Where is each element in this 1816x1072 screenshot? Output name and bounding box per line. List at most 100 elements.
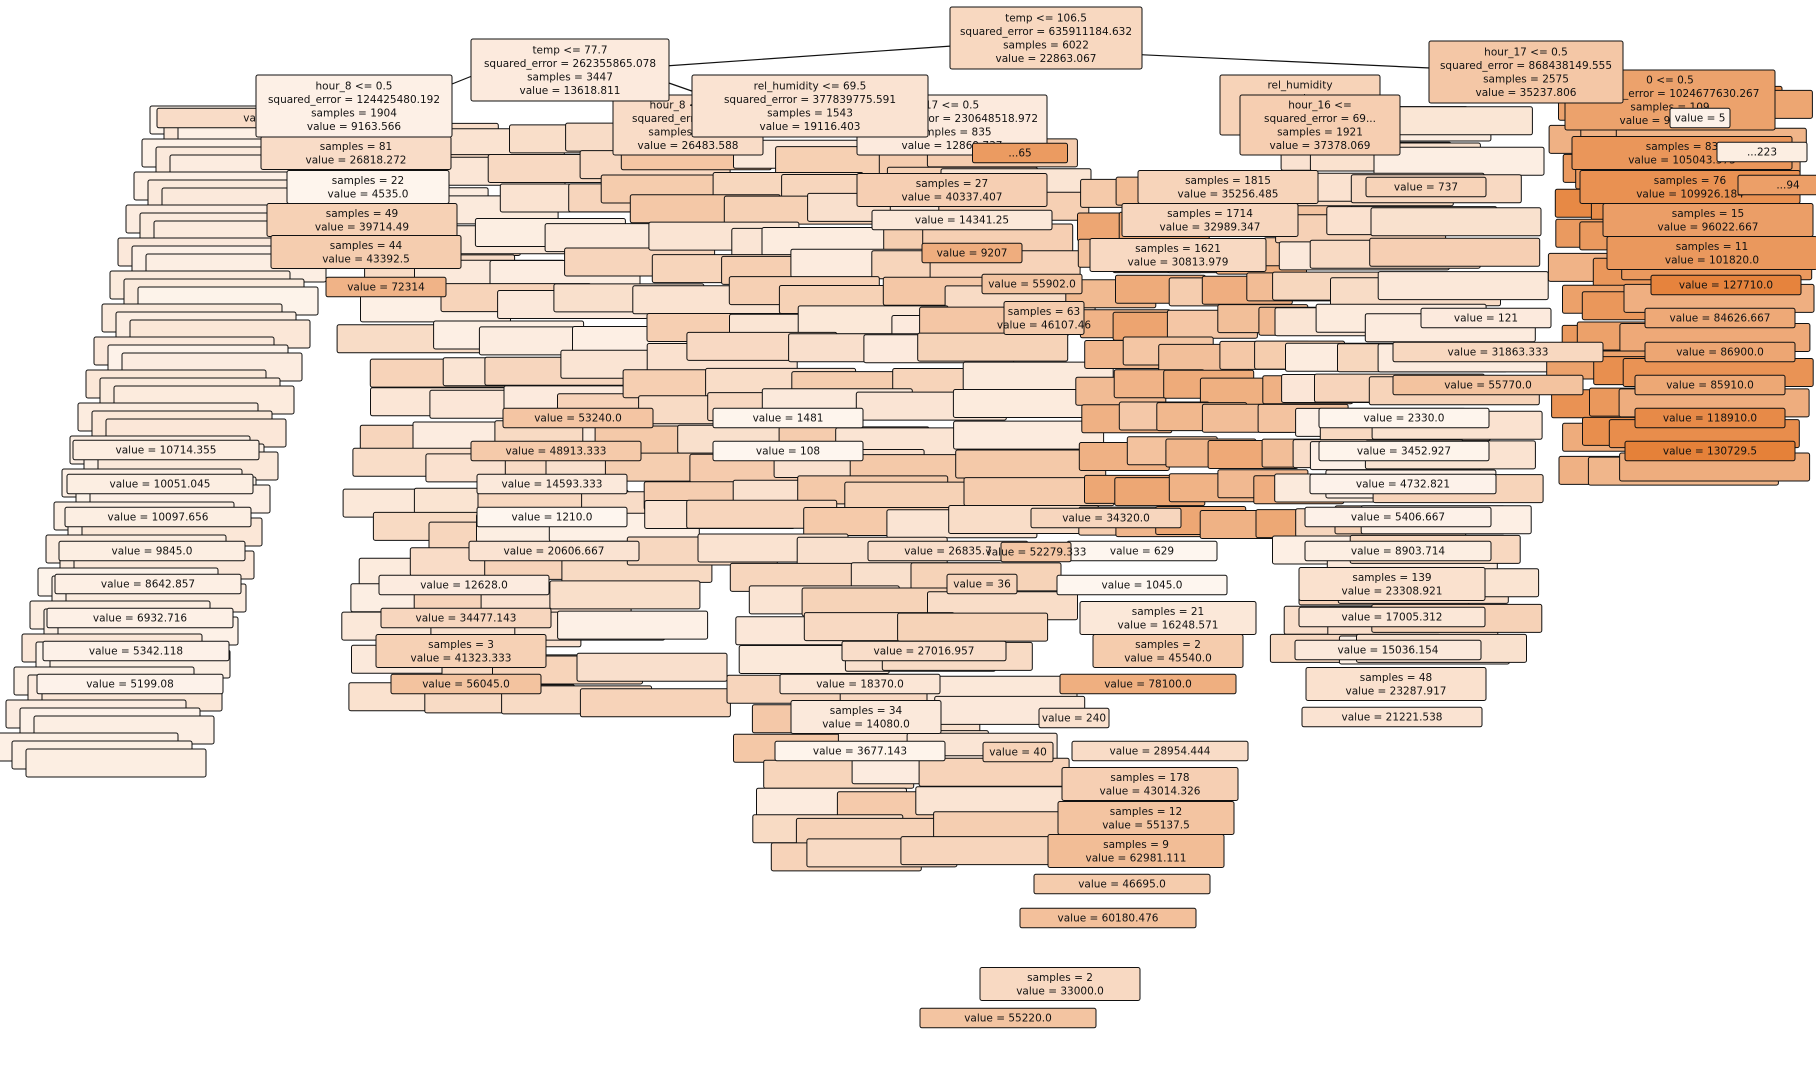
node-box bbox=[1370, 207, 1542, 237]
node-box bbox=[774, 740, 946, 762]
tree-node: value = 6932.716 bbox=[46, 607, 234, 629]
tree-node: value = 17005.312 bbox=[1298, 606, 1486, 628]
node-text-line: value = 1210.0 bbox=[512, 512, 593, 524]
node-text-line: value = 108 bbox=[756, 446, 820, 458]
node-text-line: value = 43392.5 bbox=[322, 253, 410, 265]
background-node bbox=[900, 836, 1052, 866]
tree-node: value = 46695.0 bbox=[1033, 873, 1211, 895]
tree-node: value = 2330.0 bbox=[1318, 407, 1490, 429]
node-text-line: value = 32989.347 bbox=[1160, 221, 1261, 233]
node-text-line: value = 52279.333 bbox=[986, 547, 1087, 559]
node-text-line: value = 55220.0 bbox=[964, 1013, 1052, 1025]
node-text-line: samples = 21 bbox=[1132, 606, 1204, 618]
node-box bbox=[579, 688, 731, 718]
tree-node: value = 8903.714 bbox=[1304, 540, 1492, 562]
tree-node: value = 86900.0 bbox=[1644, 341, 1796, 363]
node-text-line: value = 28954.444 bbox=[1110, 746, 1211, 758]
node-text-line: rel_humidity bbox=[1267, 79, 1332, 91]
node-text-line: ...65 bbox=[1008, 148, 1031, 160]
node-box bbox=[36, 673, 224, 695]
tree-node: value = 1481 bbox=[712, 407, 864, 429]
node-text-line: samples = 835 bbox=[912, 126, 991, 138]
node-text-line: samples = 1714 bbox=[1167, 208, 1253, 220]
tree-node: value = 28954.444 bbox=[1071, 740, 1249, 762]
node-text-line: value = 17005.312 bbox=[1342, 612, 1443, 624]
node-box bbox=[476, 506, 628, 528]
node-text-line: samples = 27 bbox=[916, 178, 988, 190]
node-text-line: value = 36 bbox=[953, 579, 1011, 591]
node-box bbox=[1304, 540, 1492, 562]
node-box bbox=[871, 209, 1053, 231]
node-text-line: samples = 139 bbox=[1352, 572, 1431, 584]
tree-node: value = 240 bbox=[1038, 707, 1110, 729]
node-text-line: value = 20606.667 bbox=[504, 546, 605, 558]
node-text-line: value = 8903.714 bbox=[1351, 546, 1446, 558]
node-box bbox=[779, 673, 941, 695]
node-box bbox=[1644, 341, 1796, 363]
node-box bbox=[1428, 40, 1624, 104]
node-text-line: value = 37378.069 bbox=[1270, 140, 1371, 152]
node-box bbox=[557, 610, 709, 640]
node-text-line: value = 14341.25 bbox=[915, 215, 1009, 227]
node-text-line: value = 40 bbox=[989, 747, 1047, 759]
node-text-line: samples = 1621 bbox=[1135, 243, 1221, 255]
node-text-line: squared_error = 635911184.632 bbox=[960, 26, 1132, 38]
node-box bbox=[900, 836, 1052, 866]
node-box bbox=[1056, 574, 1228, 596]
node-text-line: value = 4535.0 bbox=[328, 188, 409, 200]
node-text-line: squared_error = 1024677630.267 bbox=[1581, 88, 1760, 100]
node-box bbox=[502, 407, 654, 429]
node-box bbox=[712, 407, 864, 429]
node-box bbox=[380, 607, 552, 629]
node-box bbox=[919, 1007, 1097, 1029]
node-text-line: hour_8 <= 0.5 bbox=[316, 80, 393, 92]
node-box bbox=[42, 640, 230, 662]
node-text-line: value = 5342.118 bbox=[89, 646, 183, 658]
tree-edge bbox=[664, 45, 953, 67]
node-box bbox=[1033, 873, 1211, 895]
node-box bbox=[576, 652, 728, 682]
node-box bbox=[1737, 174, 1816, 196]
tree-node: ...65 bbox=[972, 142, 1068, 164]
tree-node: value = 52279.333 bbox=[986, 541, 1087, 563]
node-box bbox=[1304, 506, 1492, 528]
node-text-line: value = 10051.045 bbox=[110, 479, 211, 491]
node-box bbox=[972, 142, 1068, 164]
tree-node: value = 10097.656 bbox=[64, 506, 252, 528]
node-box bbox=[1301, 706, 1483, 728]
node-text-line: hour_16 <= bbox=[1288, 99, 1352, 111]
node-text-line: squared_error = 377839775.591 bbox=[724, 94, 896, 106]
tree-node: value = 55902.0 bbox=[981, 273, 1083, 295]
node-text-line: value = 240 bbox=[1042, 713, 1106, 725]
tree-node: value = 36 bbox=[946, 573, 1018, 595]
node-box bbox=[390, 673, 542, 695]
node-text-line: samples = 2 bbox=[1027, 972, 1093, 984]
node-text-line: value = 737 bbox=[1394, 182, 1458, 194]
node-text-line: value = 86900.0 bbox=[1676, 347, 1764, 359]
node-text-line: temp <= 106.5 bbox=[1005, 12, 1087, 24]
background-node bbox=[897, 612, 1049, 642]
node-text-line: value = 629 bbox=[1110, 546, 1174, 558]
tree-node: value = 31863.333 bbox=[1392, 341, 1604, 363]
node-text-line: value = 35237.806 bbox=[1476, 87, 1577, 99]
node-box bbox=[64, 506, 252, 528]
node-box bbox=[1420, 307, 1552, 329]
tree-node: value = 20606.667 bbox=[468, 540, 640, 562]
node-box bbox=[1298, 606, 1486, 628]
node-text-line: samples = 9 bbox=[1103, 839, 1169, 851]
tree-node: value = 5 bbox=[1669, 107, 1731, 129]
node-box bbox=[378, 574, 550, 596]
node-box bbox=[1392, 341, 1604, 363]
tree-node: value = 55220.0 bbox=[919, 1007, 1097, 1029]
node-text-line: samples = 1904 bbox=[311, 107, 397, 119]
node-text-line: value = 5406.667 bbox=[1351, 512, 1445, 524]
node-text-line: value = 43014.326 bbox=[1100, 785, 1201, 797]
node-text-line: value = 40337.407 bbox=[902, 191, 1003, 203]
node-text-line: value = 9163.566 bbox=[307, 121, 402, 133]
node-text-line: samples = 2575 bbox=[1483, 73, 1569, 85]
